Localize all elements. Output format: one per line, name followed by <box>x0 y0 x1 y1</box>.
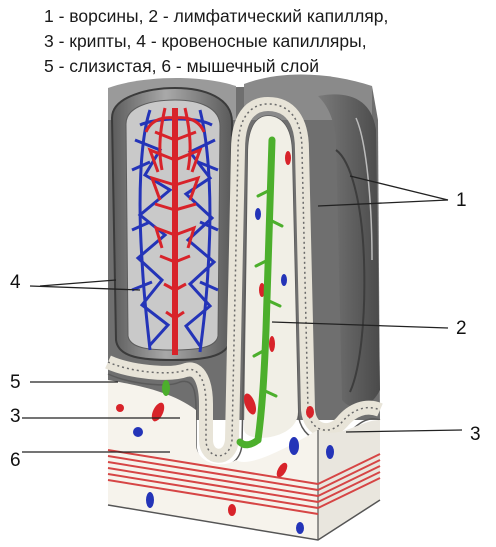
label-crypt-left: 3 <box>10 406 21 427</box>
tissue-cells <box>116 151 334 534</box>
caption-line-1: 1 - ворсины, 2 - лимфатический капилляр, <box>44 6 389 26</box>
label-muscle-layer: 6 <box>10 450 21 471</box>
arterial-capillaries <box>144 107 206 355</box>
label-crypt-right: 3 <box>470 424 481 445</box>
pointer-lines <box>22 175 463 453</box>
lymph-capillary <box>236 136 284 449</box>
caption: 1 - ворсины, 2 - лимфатический капилляр,… <box>44 4 494 79</box>
caption-line-2: 3 - крипты, 4 - кровеносные капилляры, <box>44 31 367 51</box>
caption-line-3: 5 - слизистая, 6 - мышечный слой <box>44 56 320 76</box>
label-mucosa: 5 <box>10 372 21 393</box>
blood-capillaries <box>131 107 219 355</box>
label-blood-capillaries: 4 <box>10 272 21 293</box>
label-lymph-capillary: 2 <box>456 318 467 339</box>
label-villi: 1 <box>456 190 467 211</box>
muscle-layer <box>107 449 381 515</box>
right-villi-side <box>318 94 380 408</box>
